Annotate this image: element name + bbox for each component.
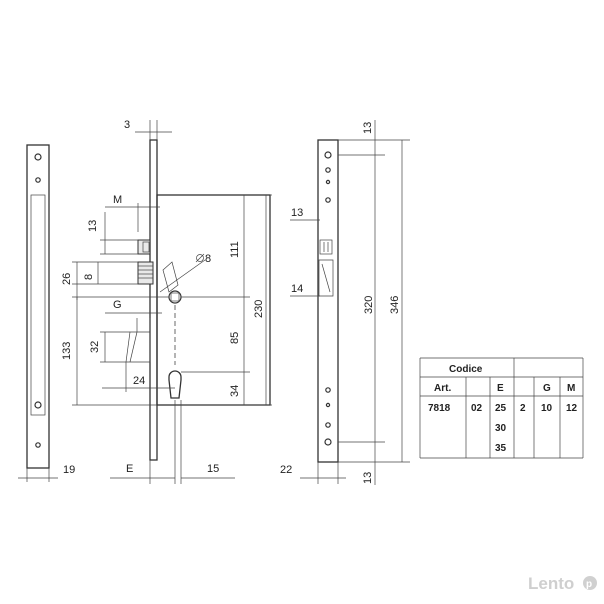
- dim-230: 230: [253, 300, 265, 318]
- dim-group-3: 3: [124, 119, 172, 140]
- dim-13-top: 13: [362, 122, 374, 134]
- table-m: 12: [566, 403, 578, 414]
- dim-E: E: [126, 463, 133, 475]
- dim-24: 24: [133, 375, 145, 387]
- dim-13-mid: 13: [291, 207, 303, 219]
- dim-34: 34: [229, 385, 241, 397]
- svg-text:p: p: [586, 579, 592, 590]
- dim-group-13-left: 13: [87, 212, 138, 255]
- dim-group-24: 24: [102, 362, 175, 392]
- dim-22: 22: [280, 464, 292, 476]
- table-g: 10: [541, 403, 553, 414]
- dim-13-bottom: 13: [362, 472, 374, 484]
- dim-85: 85: [229, 332, 241, 344]
- dim-32: 32: [89, 341, 101, 353]
- watermark-logo: Lento p: [528, 574, 597, 593]
- table-art: 7818: [428, 403, 451, 414]
- right-faceplate: 13 14 22 320 346 13 13: [280, 120, 410, 485]
- dim-group-M: M: [105, 194, 160, 232]
- watermark-text: Lento: [528, 574, 574, 593]
- dim-group-32: 32: [89, 331, 130, 363]
- dim-M: M: [113, 194, 122, 206]
- dim-19: 19: [63, 464, 75, 476]
- table-header-g: G: [543, 383, 551, 394]
- table-title: Codice: [449, 364, 483, 375]
- dim-group-26-8: 26 8: [61, 261, 138, 300]
- dim-111: 111: [229, 241, 241, 258]
- table-header-m: M: [567, 383, 575, 394]
- dim-15: 15: [207, 463, 219, 475]
- dim-13-left: 13: [87, 220, 99, 232]
- table-e-35: 35: [495, 443, 507, 454]
- table-header-e: E: [497, 383, 504, 394]
- table-e-30: 30: [495, 423, 507, 434]
- table-e-25: 25: [495, 403, 507, 414]
- dim-8-left: 8: [83, 274, 95, 280]
- table-header-art: Art.: [434, 383, 451, 394]
- lock-body-view: E 15: [110, 139, 271, 484]
- table-code: 02: [471, 403, 483, 414]
- dim-group-right-body: 111 230 85 34: [181, 194, 272, 406]
- table-g-prefix: 2: [520, 403, 526, 414]
- dim-26: 26: [61, 273, 73, 285]
- left-faceplate: 19: [18, 144, 75, 482]
- spec-table: Codice Art. E G M 7818 02 25 30 35 2 10 …: [419, 357, 584, 459]
- dim-phi8: 8: [205, 253, 211, 265]
- dim-346: 346: [389, 296, 401, 314]
- dim-320: 320: [363, 296, 375, 314]
- dim-group-133: 133: [61, 296, 169, 406]
- dim-group-G: G: [105, 299, 162, 332]
- dim-G: G: [113, 299, 122, 311]
- dim-133: 133: [61, 342, 73, 360]
- dim-3: 3: [124, 119, 130, 131]
- dim-14: 14: [291, 283, 303, 295]
- dim-group-phi8: 8: [159, 253, 211, 293]
